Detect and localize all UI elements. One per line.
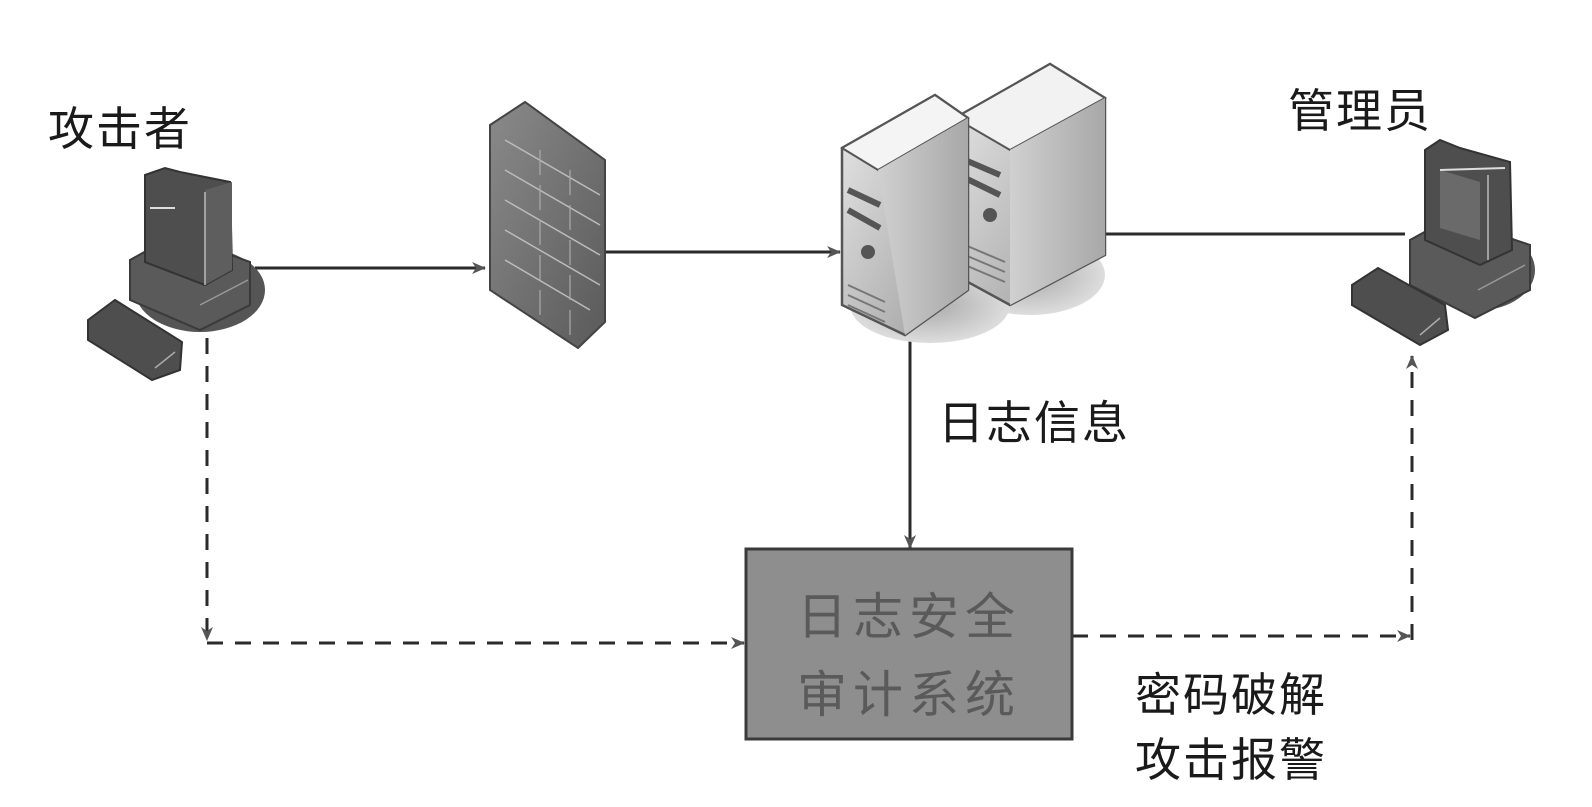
attacker-label: 攻击者: [48, 102, 192, 156]
admin-workstation-icon: [1351, 138, 1535, 347]
server-cluster-icon: [840, 62, 1107, 343]
admin-label: 管理员: [1288, 84, 1432, 138]
attacker-workstation-icon: [87, 166, 265, 382]
firewall-icon: [489, 100, 606, 350]
log-info-label: 日志信息: [938, 396, 1130, 450]
alarm-label-line2: 攻击报警: [1135, 733, 1327, 787]
audit-system-label-line2: 审计系统: [797, 666, 1021, 724]
audit-system-box: [744, 547, 1074, 741]
alarm-label-line1: 密码破解: [1135, 668, 1327, 722]
audit-system-label-line1: 日志安全: [797, 588, 1021, 646]
